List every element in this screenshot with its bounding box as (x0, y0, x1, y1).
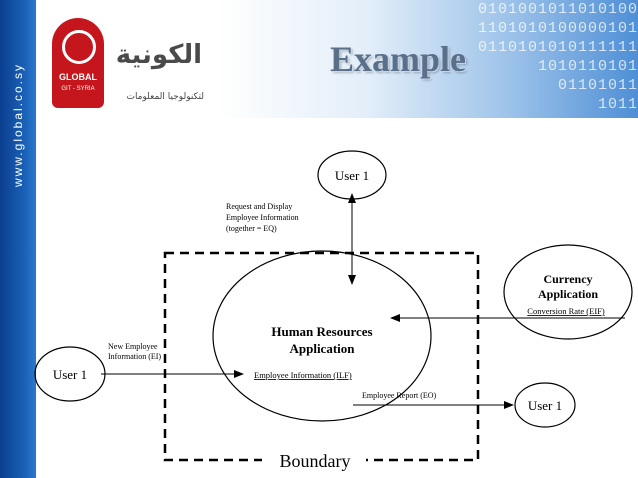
hr-app-label-2: Application (289, 341, 355, 356)
ilf-label: Employee Information (ILF) (254, 370, 352, 380)
slide-title: Example (330, 39, 467, 79)
binary-line: 1011 (597, 96, 638, 110)
boundary-label-bg (262, 448, 366, 472)
binary-line: 1010110101 (537, 58, 638, 75)
logo-brand-sub: GIT - SYRIA (61, 86, 95, 92)
binary-pattern: 0101001011010100 1101010100000101 011010… (428, 0, 638, 110)
ei-label-1: New Employee (108, 342, 158, 351)
header-band: 0101001011010100 1101010100000101 011010… (36, 0, 638, 118)
binary-line: 0101001011010100 (477, 1, 638, 18)
currency-app-label-1: Currency (543, 272, 592, 286)
logo-ring-icon (62, 30, 96, 64)
binary-line: 1101010100000101 (477, 20, 638, 37)
currency-application-node (503, 244, 633, 340)
side-strip: www.global.co.sy (0, 0, 36, 478)
boundary-label: Boundary (280, 451, 351, 471)
boundary-box (163, 251, 480, 462)
ei-label-2: Information (EI) (108, 352, 161, 361)
eq-label-1: Request and Display (226, 202, 292, 211)
currency-app-label-2: Application (538, 287, 598, 301)
hr-application-node (212, 250, 432, 422)
user-right-label: User 1 (528, 398, 562, 413)
company-logo: GLOBAL GIT - SYRIA الكونية لتكنولوجيا ال… (52, 18, 204, 110)
eif-label: Conversion Rate (EIF) (527, 306, 605, 316)
hr-app-label-1: Human Resources (271, 324, 372, 339)
eq-label-2: Employee Information (226, 213, 299, 222)
user-top-label: User 1 (335, 168, 369, 183)
user-right-node (514, 382, 576, 428)
logo-arabic-name: الكونية (115, 40, 202, 70)
binary-line: 0110101010111111 (477, 39, 638, 56)
logo-arabic-subtitle: لتكنولوجيا المعلومات (126, 92, 204, 102)
user-left-label: User 1 (53, 367, 87, 382)
binary-line: 01101011 (557, 77, 638, 94)
logo-mark-icon: GLOBAL GIT - SYRIA (52, 18, 104, 108)
eo-label: Employee Report (EO) (362, 391, 437, 400)
eq-label-3: (together = EQ) (226, 224, 277, 233)
logo-brand: GLOBAL (59, 72, 97, 82)
